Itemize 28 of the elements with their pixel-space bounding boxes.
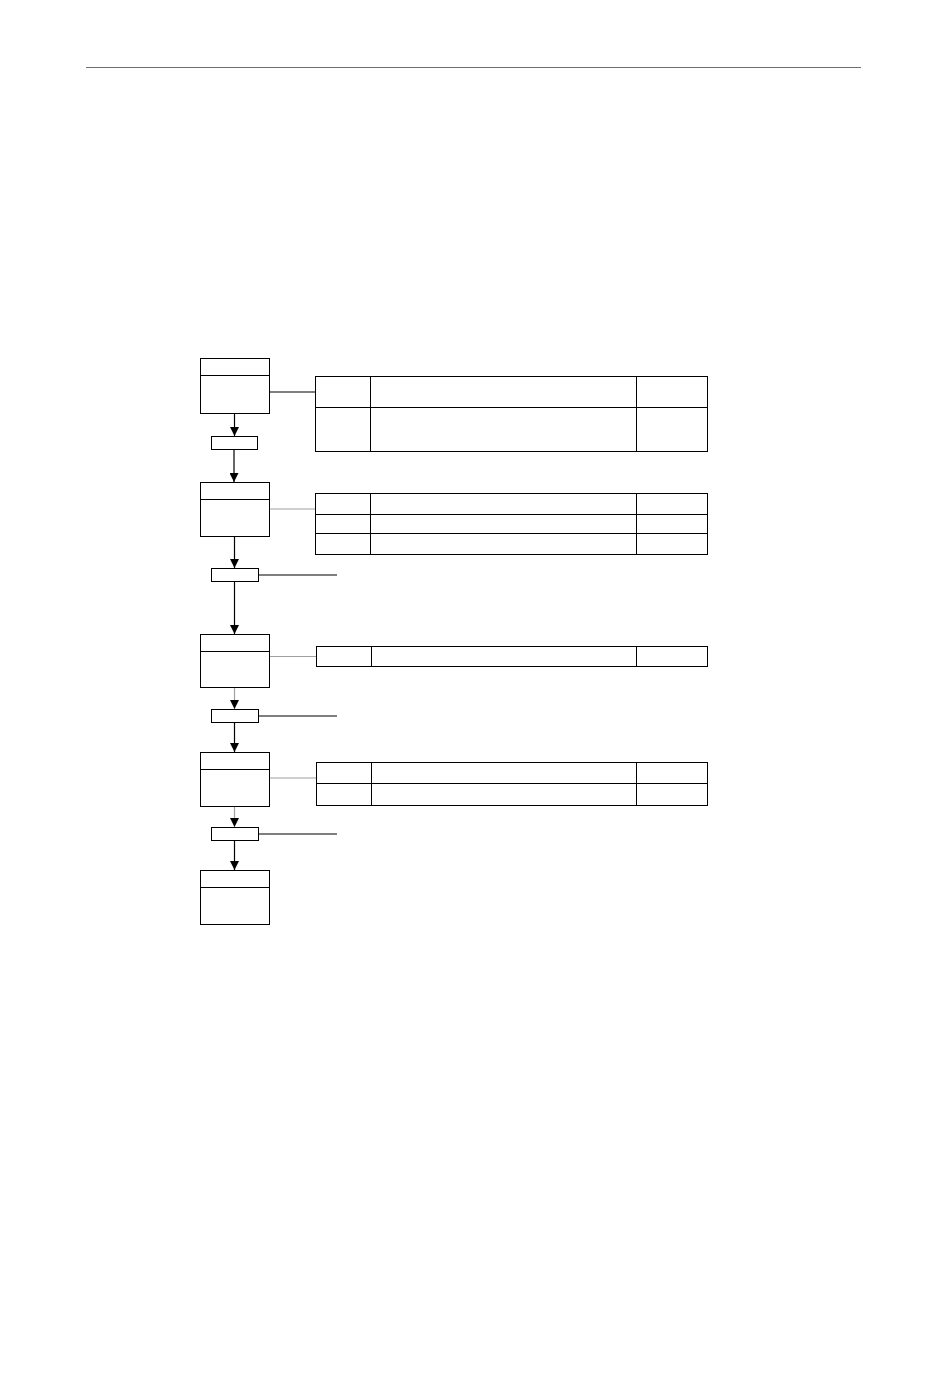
transition-bar — [211, 827, 259, 841]
step-box — [200, 482, 270, 537]
transition-bar — [211, 568, 259, 582]
connector-line — [269, 655, 317, 658]
action-table — [316, 646, 708, 667]
arrow — [230, 581, 239, 635]
step-box — [200, 870, 270, 925]
arrow — [230, 536, 239, 569]
arrow — [229, 449, 239, 483]
arrow — [230, 840, 239, 871]
action-table — [315, 376, 708, 452]
step-box — [200, 634, 270, 688]
step-box — [200, 752, 270, 807]
action-table — [315, 493, 708, 555]
step-box — [200, 358, 270, 414]
connector-line — [269, 391, 316, 393]
transition-bar — [211, 436, 258, 450]
connector-line — [269, 508, 316, 510]
arrow — [230, 722, 239, 753]
action-table — [316, 762, 708, 806]
connector-line — [258, 833, 338, 835]
arrow — [230, 687, 239, 710]
connector-line — [269, 777, 317, 779]
connector-line — [258, 715, 338, 717]
connector-line — [258, 574, 338, 576]
transition-bar — [211, 709, 259, 723]
arrow — [230, 806, 239, 828]
arrow — [230, 413, 239, 437]
